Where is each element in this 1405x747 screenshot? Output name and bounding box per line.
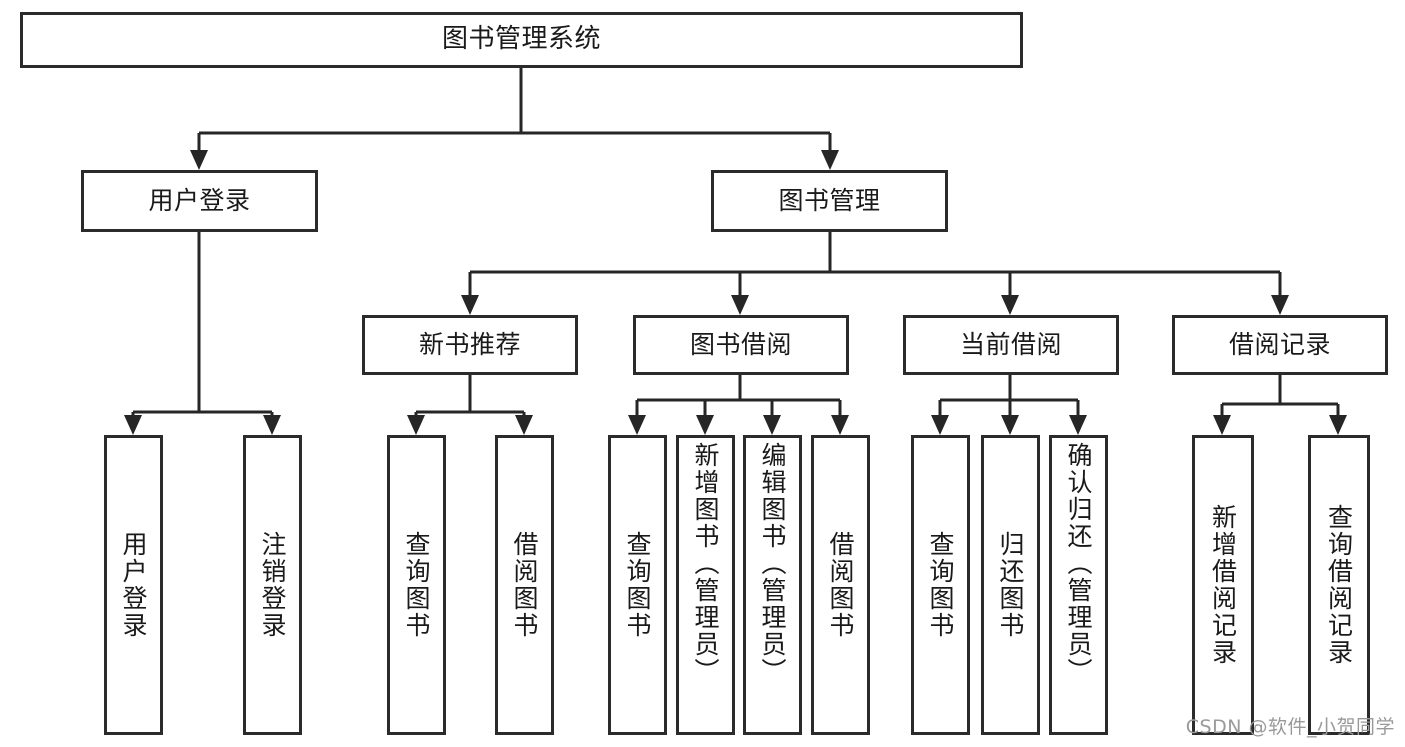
node-label: 注销登录	[258, 531, 287, 639]
leaf-borrow-books-borrowing[interactable]: 借阅图书	[811, 435, 870, 735]
node-label: 新增借阅记录	[1208, 504, 1238, 666]
node-label: 图书管理系统	[441, 24, 601, 55]
leaf-return-books[interactable]: 归还图书	[981, 435, 1040, 735]
node-label: 归还图书	[996, 531, 1025, 639]
leaf-user-login[interactable]: 用户登录	[104, 435, 163, 735]
node-label: 查询图书	[402, 531, 431, 639]
node-label: 编辑图书（管理员）	[758, 442, 787, 685]
node-label: 新增图书（管理员）	[691, 442, 720, 685]
leaf-add-borrow-record[interactable]: 新增借阅记录	[1192, 435, 1254, 735]
node-label: 查询图书	[623, 531, 652, 639]
node-label: 用户登录	[119, 531, 148, 639]
node-label: 图书管理	[778, 185, 881, 215]
leaf-query-borrow-record[interactable]: 查询借阅记录	[1308, 435, 1370, 735]
node-label: 确认归还（管理员）	[1064, 442, 1093, 685]
node-new-book-recommendation[interactable]: 新书推荐	[362, 315, 578, 375]
leaf-edit-book-admin[interactable]: 编辑图书（管理员）	[743, 435, 802, 735]
leaf-confirm-return-admin[interactable]: 确认归还（管理员）	[1049, 435, 1108, 735]
node-borrow-records[interactable]: 借阅记录	[1172, 315, 1388, 375]
node-current-borrowing[interactable]: 当前借阅	[903, 315, 1119, 375]
leaf-query-books-borrowing[interactable]: 查询图书	[608, 435, 667, 735]
node-label: 查询图书	[926, 531, 955, 639]
node-label: 查询借阅记录	[1324, 504, 1354, 666]
node-root-library-management-system[interactable]: 图书管理系统	[20, 12, 1023, 68]
leaf-query-books-recommendation[interactable]: 查询图书	[387, 435, 446, 735]
node-label: 新书推荐	[418, 329, 521, 359]
node-book-management[interactable]: 图书管理	[711, 170, 948, 232]
node-label: 图书借阅	[689, 329, 792, 359]
node-user-login[interactable]: 用户登录	[81, 170, 318, 232]
leaf-borrow-books-recommendation[interactable]: 借阅图书	[495, 435, 554, 735]
node-label: 借阅图书	[510, 531, 539, 639]
csdn-watermark: CSDN @软件_小贺同学	[1185, 716, 1395, 738]
node-label: 用户登录	[148, 185, 251, 215]
leaf-query-books-current[interactable]: 查询图书	[911, 435, 970, 735]
leaf-logout[interactable]: 注销登录	[243, 435, 302, 735]
node-label: 借阅记录	[1228, 329, 1331, 359]
leaf-add-book-admin[interactable]: 新增图书（管理员）	[676, 435, 735, 735]
node-label: 当前借阅	[959, 329, 1062, 359]
node-label: 借阅图书	[826, 531, 855, 639]
node-book-borrowing[interactable]: 图书借阅	[633, 315, 849, 375]
